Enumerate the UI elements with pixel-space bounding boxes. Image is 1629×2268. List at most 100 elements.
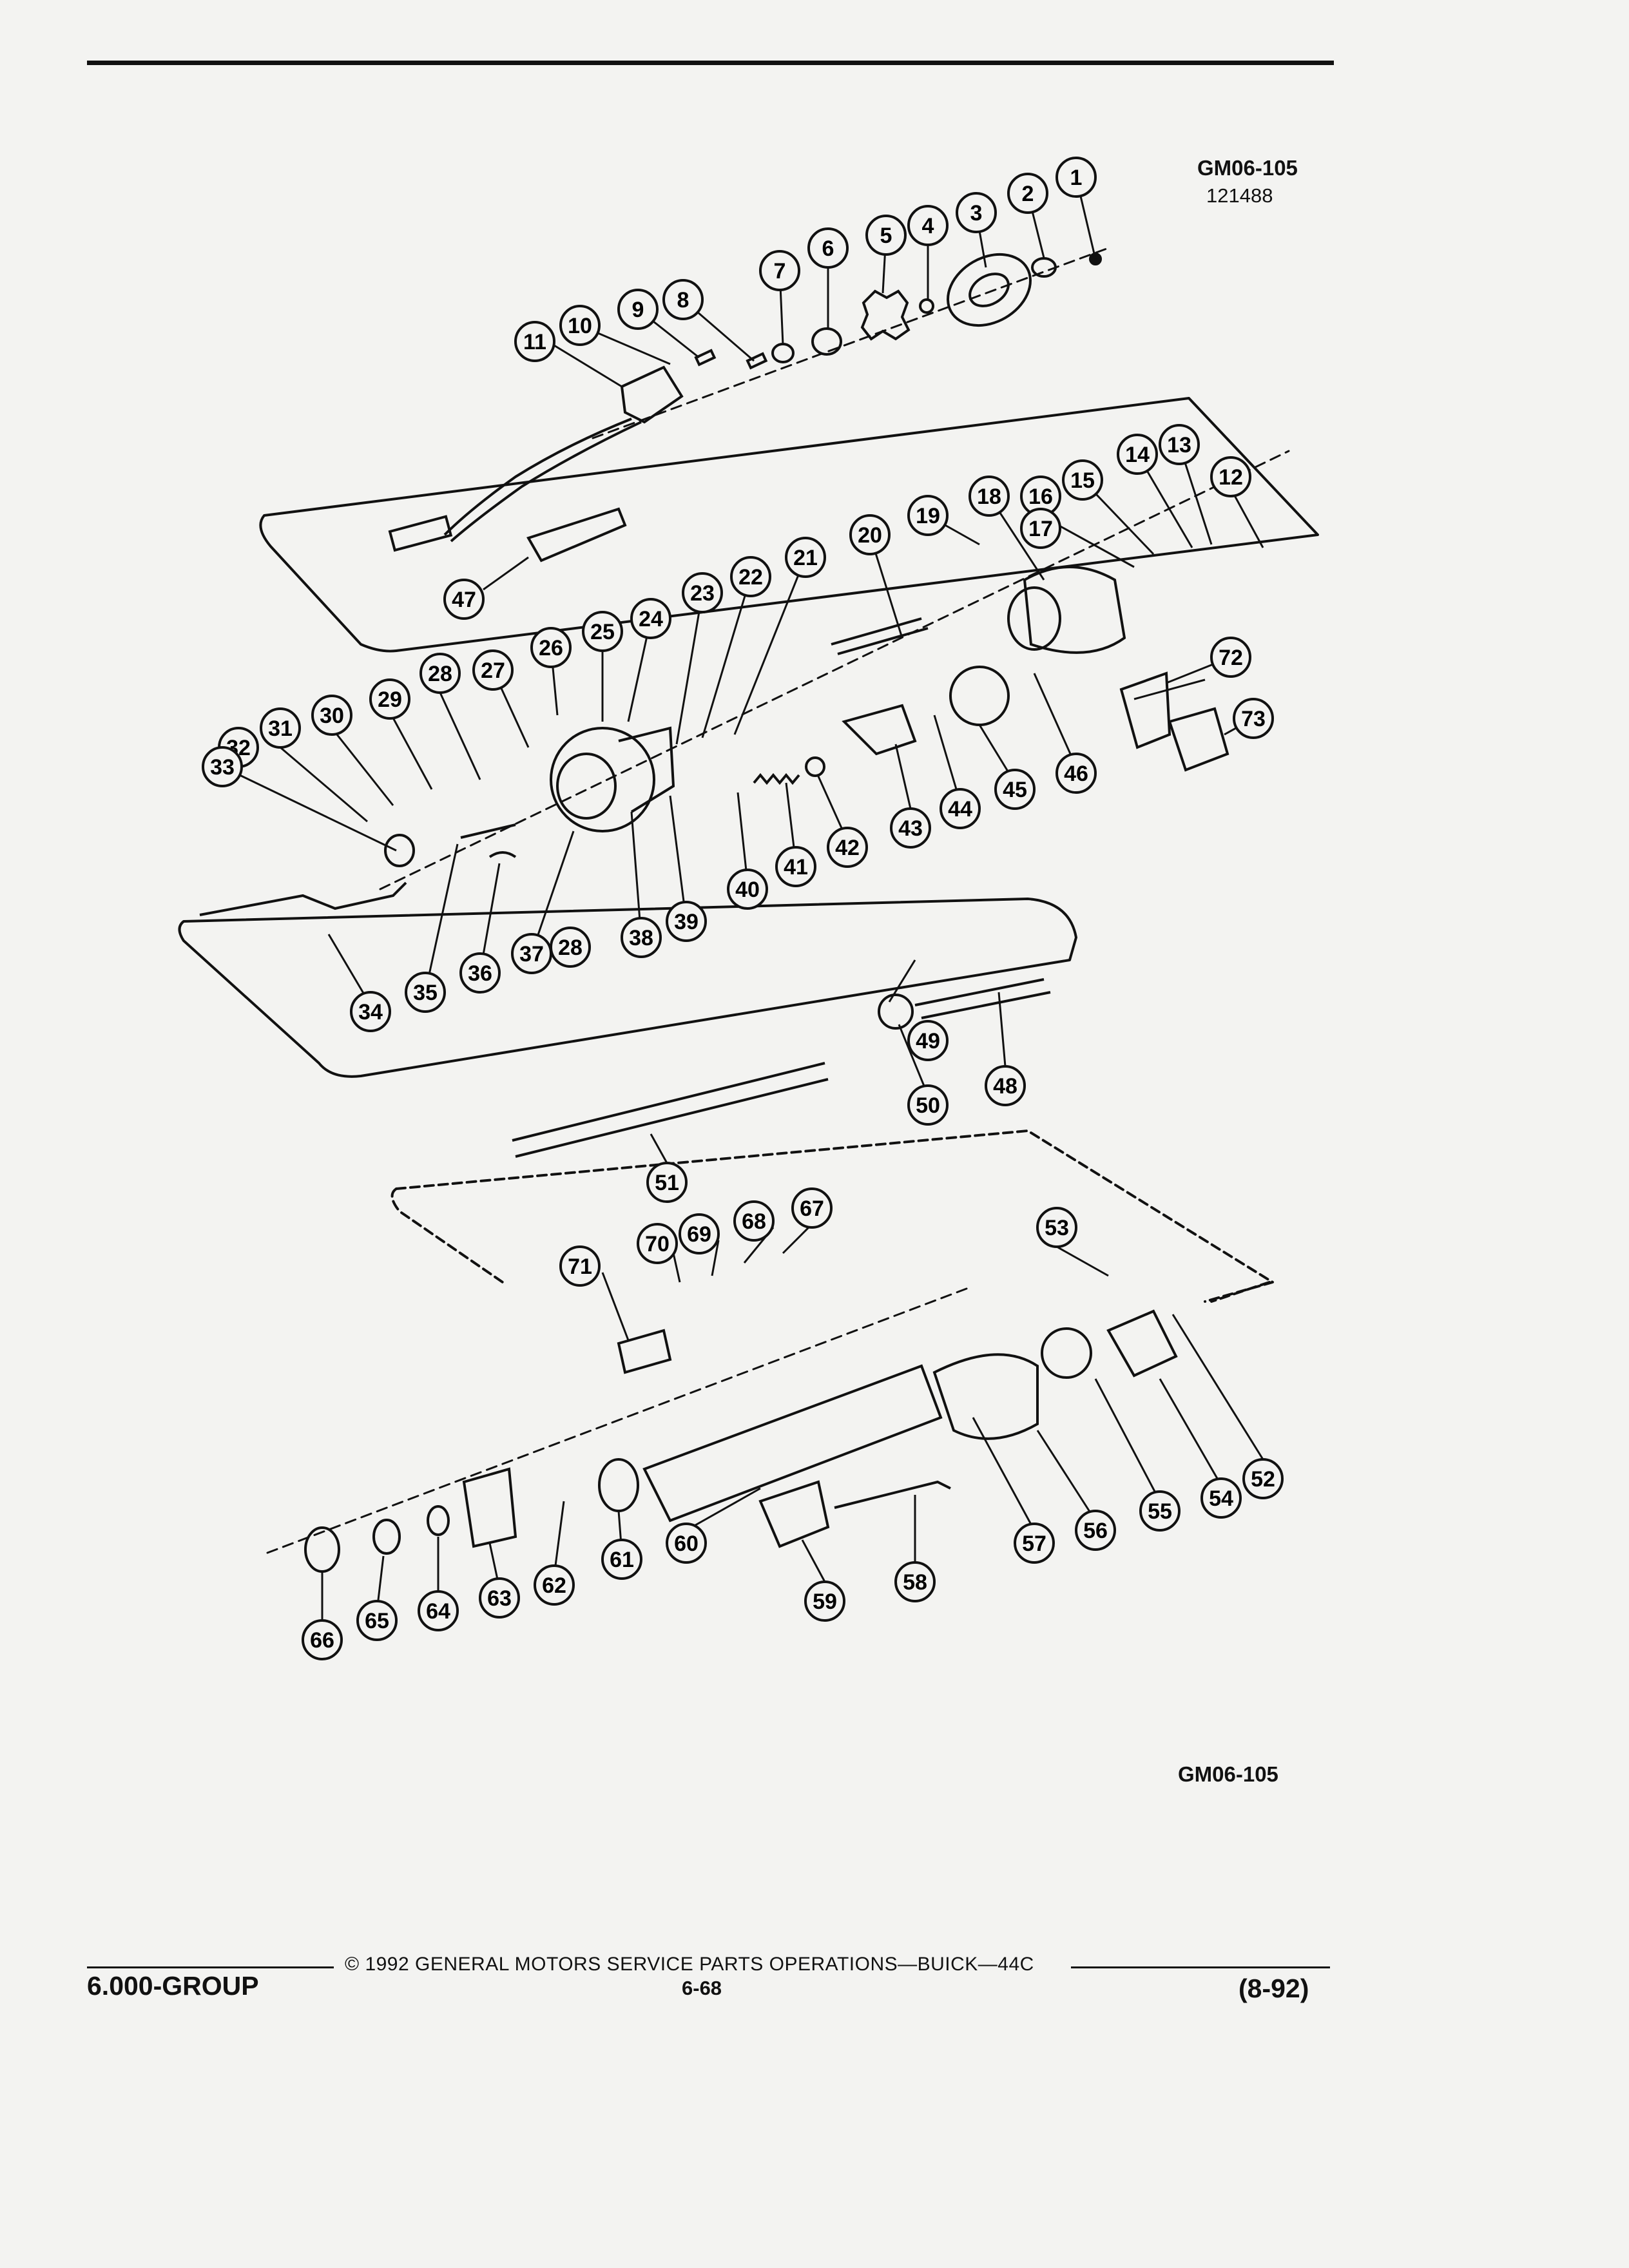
footer-rule-right — [1071, 1966, 1330, 1968]
middle-axis — [379, 450, 1290, 890]
callout-label-6: 6 — [822, 236, 834, 261]
callout-label-17: 17 — [1028, 517, 1053, 541]
callout-label-48: 48 — [993, 1074, 1017, 1099]
callout-circle-3 — [956, 192, 997, 233]
callout-label-58: 58 — [903, 1570, 927, 1595]
part-51-shaft — [512, 1062, 829, 1158]
callout-circle-31 — [260, 707, 301, 749]
callout-label-49: 49 — [916, 1029, 940, 1053]
part-35-pin — [460, 823, 516, 839]
callout-circle-20 — [849, 514, 891, 555]
part-20-wire — [831, 617, 929, 655]
callout-circle-42 — [827, 827, 868, 868]
callout-circle-6 — [807, 227, 849, 269]
callout-label-31: 31 — [268, 716, 293, 741]
callout-label-15: 15 — [1070, 468, 1095, 493]
callout-label-13: 13 — [1167, 433, 1191, 457]
callout-label-1: 1 — [1070, 166, 1083, 190]
callout-circle-51 — [646, 1162, 688, 1203]
lower-group-panel — [390, 1129, 1274, 1303]
callout-circle-8 — [662, 279, 704, 320]
callout-circle-40 — [727, 869, 768, 910]
callout-label-33: 33 — [210, 755, 235, 780]
part-37-housing — [550, 727, 655, 832]
callout-label-61: 61 — [610, 1548, 634, 1572]
figure-id: GM06-105 — [1197, 156, 1298, 180]
part-61-bearing — [598, 1458, 639, 1512]
callout-circle-67 — [791, 1187, 833, 1229]
part-34-rod — [199, 881, 407, 916]
page-number: 6-68 — [682, 1977, 722, 1999]
middle-components — [199, 566, 1229, 916]
callout-circle-22 — [730, 556, 771, 597]
callout-label-25: 25 — [590, 620, 615, 644]
callout-circle-61 — [601, 1539, 642, 1580]
callout-circle-19 — [907, 495, 949, 536]
callout-label-19: 19 — [916, 504, 940, 528]
callout-label-8: 8 — [677, 288, 689, 312]
figure-id-bottom: GM06-105 — [1178, 1762, 1278, 1786]
callout-circle-11 — [514, 321, 555, 362]
part-50-joint — [878, 994, 914, 1030]
callout-circle-59 — [804, 1581, 845, 1622]
callout-circle-65 — [356, 1600, 398, 1641]
callout-circle-45 — [994, 769, 1036, 810]
part-7-spring — [771, 343, 795, 363]
callout-circle-58 — [894, 1561, 936, 1602]
callout-circle-44 — [940, 788, 981, 829]
part-11-switch — [620, 365, 684, 424]
callout-label-45: 45 — [1003, 778, 1027, 802]
callout-label-55: 55 — [1148, 1499, 1172, 1524]
callout-circle-48 — [985, 1065, 1026, 1106]
callout-label-64: 64 — [426, 1599, 450, 1624]
part-45-ring — [949, 666, 1010, 726]
part-66-retainer — [304, 1526, 340, 1573]
callout-label-9: 9 — [632, 298, 644, 322]
callout-label-72: 72 — [1219, 646, 1243, 670]
callout-circle-5 — [865, 215, 907, 256]
part-72-bracket — [1119, 671, 1171, 749]
callout-label-2: 2 — [1022, 182, 1034, 206]
callout-circle-2 — [1007, 173, 1048, 214]
callout-circle-56 — [1075, 1510, 1116, 1551]
callout-label-14: 14 — [1125, 443, 1150, 467]
callout-label-35: 35 — [413, 981, 438, 1005]
figure-number: 121488 — [1206, 184, 1273, 207]
callout-circle-55 — [1139, 1490, 1181, 1532]
callout-circle-38 — [621, 917, 662, 958]
callout-circle-47 — [443, 579, 485, 620]
callout-label-23: 23 — [690, 581, 715, 606]
callout-circle-28 — [419, 653, 461, 694]
callout-label-38: 38 — [629, 926, 653, 950]
callout-label-21: 21 — [793, 546, 818, 570]
part-56-cover — [932, 1353, 1039, 1440]
callout-circle-14 — [1117, 434, 1158, 475]
callout-label-71: 71 — [568, 1254, 592, 1279]
callout-label-43: 43 — [898, 816, 923, 841]
callout-label-60: 60 — [674, 1532, 699, 1556]
callout-circle-18 — [969, 476, 1010, 517]
leader-lines — [222, 177, 1264, 1620]
callout-circle-36 — [459, 952, 501, 994]
callout-label-10: 10 — [568, 314, 592, 338]
callout-circle-4 — [907, 205, 949, 246]
part-36-clip — [488, 851, 517, 858]
callout-circle-50 — [907, 1084, 949, 1126]
upper-group-panel — [259, 397, 1319, 653]
callout-label-52: 52 — [1251, 1467, 1275, 1492]
callout-circle-21 — [785, 537, 826, 578]
callout-circle-73 — [1233, 698, 1274, 739]
lower-axis — [266, 1287, 968, 1554]
callout-label-20: 20 — [858, 523, 882, 548]
callout-label-44: 44 — [948, 797, 972, 822]
callout-label-50: 50 — [916, 1093, 940, 1118]
callout-circle-7 — [759, 250, 800, 291]
part-33-bearing — [384, 834, 415, 867]
callout-circle-60 — [666, 1523, 707, 1564]
part-71-sleeve — [617, 1329, 672, 1374]
callout-circle-27 — [472, 649, 514, 691]
callout-circle-17 — [1020, 508, 1061, 549]
callout-circle-39 — [666, 901, 707, 942]
lower-components — [304, 978, 1178, 1573]
